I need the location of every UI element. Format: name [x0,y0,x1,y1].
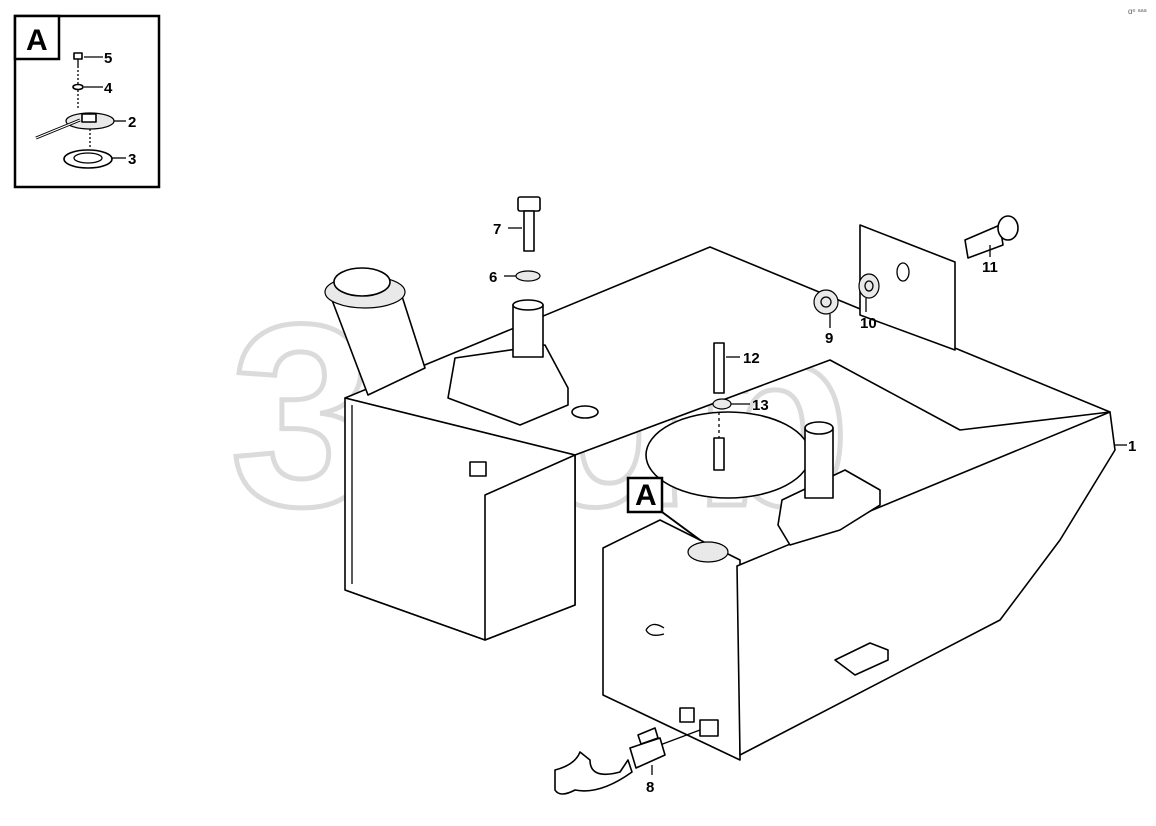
bolt-7-shank [523,210,535,252]
sender-body [81,113,97,123]
valve-lever [637,727,659,745]
drain-boss-2 [699,719,719,737]
right-boss-housing [777,469,881,546]
left-boss-tube [512,304,544,358]
right-boss-tube [804,427,834,499]
detail-letter: A [26,24,48,57]
right-boss-top [804,421,834,435]
callout-4: 4 [104,80,113,97]
screw-head [73,52,83,60]
callout-6: 6 [489,269,497,286]
detail-letter-box [13,14,61,61]
bolt-11: 11 [964,215,1019,276]
callout-12: 12 [743,350,760,367]
corner-mark: ɑᵉ ᵃᵃᵃ [1128,7,1148,16]
drain-valve-8: 8 [554,727,701,796]
callout-5: 5 [104,50,112,67]
detail-a-inset: A 5 4 2 3 [13,14,161,189]
callout-8: 8 [646,779,654,796]
washer-6: 6 [489,269,541,286]
washer-6-shape [515,270,541,282]
fuel-tank [324,224,1116,761]
sender-port-a [687,541,729,563]
callout-13: 13 [752,397,769,414]
detail-ref-letter: A [635,479,657,512]
side-boss-left [469,461,487,477]
left-boss-housing [447,344,569,426]
bolt-11-head [997,215,1019,241]
detail-ref-box [626,476,664,514]
callout-10: 10 [860,315,877,332]
left-boss-top [512,299,544,311]
callout-7: 7 [493,221,501,238]
nut-9: 9 [813,289,839,347]
filler-cap [333,267,391,297]
tank-right-side [736,411,1116,756]
callout-9: 9 [825,330,833,347]
nut-9-shape [813,289,839,315]
bolt-7-head [517,196,541,212]
callout-3: 3 [128,151,136,168]
side-handle [834,642,889,676]
stud-12-lower [713,437,725,471]
tank-left-notch [484,454,576,641]
valve-clamp [554,751,633,795]
front-clip [645,623,665,636]
callout-11: 11 [982,259,998,276]
callout-2: 2 [128,114,136,131]
detail-reference-a: A [626,476,701,541]
callout-1: 1 [1128,438,1136,455]
washer-13: 13 [712,397,769,414]
bolt-11-shank [964,224,1004,259]
gasket-inner [73,152,103,164]
washer-13-shape [712,398,732,410]
washer-10-shape [858,273,880,299]
gasket-outer [63,149,113,169]
stud-12-upper [713,342,725,394]
top-round-plate [645,411,811,499]
drain-boss-1 [679,707,695,723]
stud-12: 12 [713,342,760,471]
small-washer [72,83,84,91]
bolt-7: 7 [493,196,541,252]
bracket-hole [896,262,910,282]
top-boss-small [571,405,599,419]
washer-10: 10 [858,273,880,332]
